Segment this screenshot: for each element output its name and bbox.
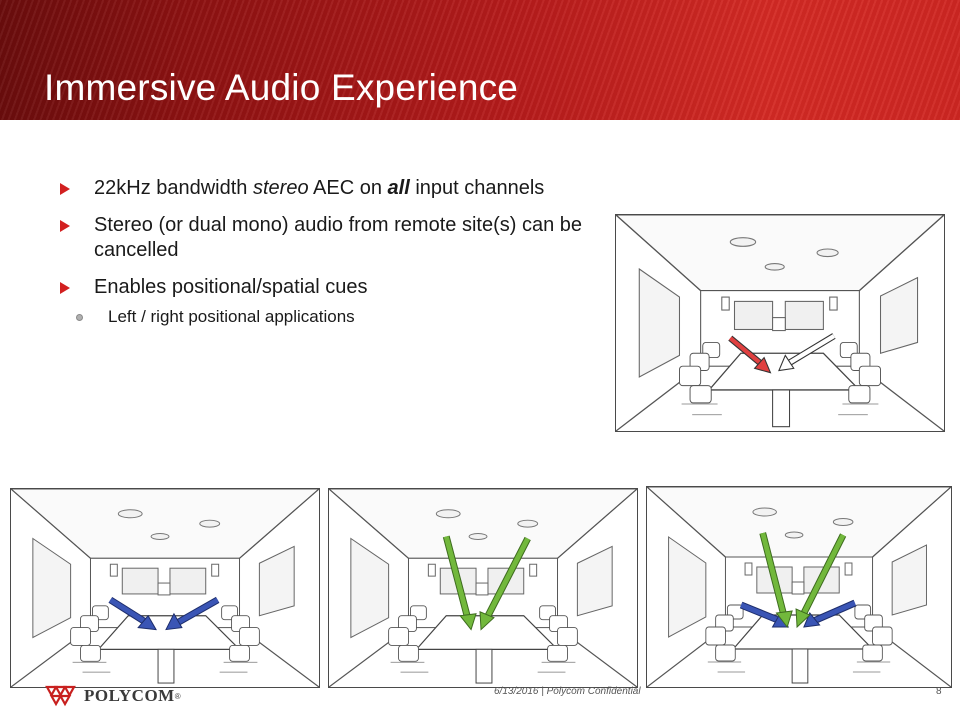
room-illustration-bottom-1	[10, 488, 320, 688]
sound-arrows	[442, 535, 531, 631]
bullet-list: 22kHz bandwidth stereo AEC on all input …	[58, 176, 598, 328]
arrow-green	[443, 535, 471, 621]
page-number: 8	[936, 686, 942, 697]
dot-bullet-icon	[76, 314, 83, 321]
room-drawing	[11, 489, 319, 687]
slide-title: Immersive Audio Experience	[44, 67, 519, 108]
room-illustration-bottom-3	[646, 486, 952, 688]
bullet-text: AEC on	[308, 177, 388, 199]
brand-wordmark: POLYCOM	[84, 686, 175, 705]
bullet-text: input channels	[409, 177, 545, 199]
triangle-bullet-icon	[60, 220, 70, 232]
title-banner: Immersive Audio Experience	[0, 0, 960, 120]
room-drawing	[329, 489, 637, 687]
triangle-bullet-icon	[60, 183, 70, 195]
arrow-blue	[174, 597, 219, 626]
arrow-blue	[812, 600, 856, 624]
sound-arrows	[728, 333, 836, 374]
bullet-item: Stereo (or dual mono) audio from remote …	[58, 213, 598, 263]
arrow-green	[483, 537, 530, 621]
room-drawing	[616, 215, 944, 431]
registered-mark: ®	[174, 691, 181, 701]
polycom-logo: POLYCOM®	[44, 685, 181, 707]
bullet-strong: all	[387, 177, 410, 199]
bullet-item: 22kHz bandwidth stereo AEC on all input …	[58, 176, 598, 201]
polycom-triangles-icon	[45, 685, 76, 707]
arrow-blue	[109, 597, 150, 626]
arrow-green	[799, 533, 846, 619]
sub-bullet-item: Left / right positional applications	[58, 306, 598, 328]
bullet-item: Enables positional/spatial cues	[58, 275, 598, 300]
triangle-bullet-icon	[60, 282, 70, 294]
room-illustration-bottom-2	[328, 488, 638, 688]
footer-date-confidential: 6/13/2016 | Polycom Confidential	[494, 686, 641, 697]
bullet-text: 22kHz bandwidth	[94, 177, 253, 199]
bullet-emphasis: stereo	[252, 177, 309, 199]
banner-texture	[0, 0, 960, 120]
arrow-green	[760, 532, 787, 618]
bullet-text: Stereo (or dual mono) audio from remote …	[94, 214, 582, 261]
arrow-white	[786, 334, 836, 366]
bullet-text: Enables positional/spatial cues	[94, 276, 368, 298]
arrow-red	[728, 336, 766, 368]
sub-bullet-text: Left / right positional applications	[108, 307, 355, 326]
room-drawing	[647, 487, 951, 687]
arrow-blue	[740, 602, 782, 624]
sound-arrows	[108, 596, 220, 631]
room-illustration-top	[615, 214, 945, 432]
sound-arrows	[739, 532, 857, 629]
